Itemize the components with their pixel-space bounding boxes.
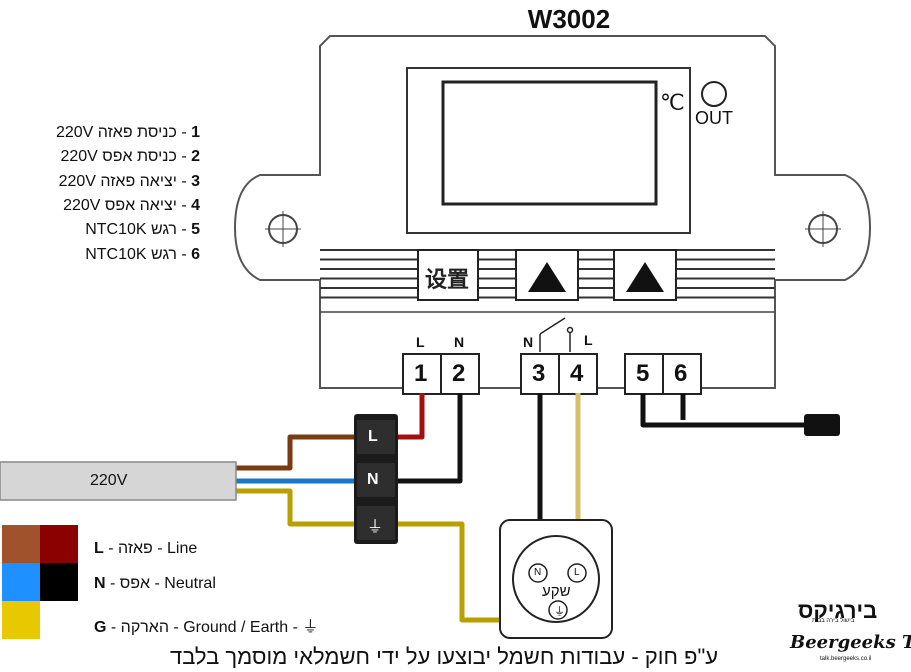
legend-row-5: 5 - רגש NTC10K bbox=[85, 221, 200, 239]
wire-legend-neutral: N - אפס - Neutral bbox=[94, 575, 216, 592]
cable-phase-wire bbox=[235, 434, 360, 471]
neutral-swatch-black bbox=[40, 563, 78, 601]
lcd-display bbox=[441, 80, 658, 206]
socket-pin-ground-label: ⏚ bbox=[554, 606, 565, 618]
terminal1-top-label: L bbox=[416, 334, 425, 350]
socket-pin-n bbox=[528, 563, 548, 583]
junction-label-l: L bbox=[368, 428, 378, 445]
junction-label-n: N bbox=[367, 471, 379, 488]
relay-switch-symbol bbox=[539, 317, 574, 352]
cable-label: 220V bbox=[90, 472, 128, 489]
socket-pin-n-label: N bbox=[534, 567, 542, 578]
thermostat-device bbox=[233, 35, 872, 395]
legend-row-6: 6 - רגש NTC10K bbox=[85, 245, 200, 263]
legend-row-2: 2 - כניסת אפס 220V bbox=[60, 148, 200, 166]
legend-row-4: 4 - יציאה אפס 220V bbox=[63, 196, 200, 214]
ground-swatch-yellow bbox=[2, 601, 40, 639]
diagram-title: W3002 bbox=[527, 4, 611, 34]
terminal2-neutral-wire bbox=[398, 393, 463, 484]
terminal-number-5: 5 bbox=[636, 360, 650, 387]
logo-subtitle: בישול בירה בבית bbox=[812, 618, 855, 624]
out-led bbox=[701, 81, 727, 107]
terminal-number-3: 3 bbox=[532, 360, 546, 387]
terminal-1 bbox=[402, 353, 442, 395]
ntc-sensor-probe bbox=[804, 414, 840, 436]
logo-hebrew: בירגיקס bbox=[798, 598, 878, 623]
socket-label: שקע bbox=[542, 583, 571, 600]
set-button[interactable] bbox=[417, 249, 479, 301]
safety-footer: ע"פ חוק - עבודות חשמל יבוצעו על ידי חשמל… bbox=[170, 644, 719, 669]
terminal-number-4: 4 bbox=[570, 360, 584, 387]
terminal-number-2: 2 bbox=[452, 360, 466, 387]
socket-pin-ground bbox=[548, 600, 568, 620]
logo-url: talk.beergeeks.co.il bbox=[820, 656, 872, 662]
legend-row-3: 3 - יציאה פאזה 220V bbox=[58, 172, 200, 190]
junction-block bbox=[354, 414, 398, 544]
up-arrow-icon-2 bbox=[626, 262, 664, 292]
up-arrow-icon-1 bbox=[528, 262, 566, 292]
wire-legend-line: L - פאזה - Line bbox=[94, 540, 198, 557]
terminal-number-6: 6 bbox=[674, 360, 688, 387]
terminal-3 bbox=[520, 353, 560, 395]
logo-english: Beergeeks Talk bbox=[790, 632, 911, 653]
junction-label-ground: ⏚ bbox=[367, 519, 384, 536]
terminal2-top-label: N bbox=[454, 334, 465, 350]
terminal-number-1: 1 bbox=[414, 360, 428, 387]
out-label: OUT bbox=[695, 108, 733, 128]
set-button-label: 设置 bbox=[425, 267, 470, 292]
neutral-swatch-blue bbox=[2, 563, 40, 601]
terminal3-top-label: N bbox=[523, 334, 534, 350]
terminal4-top-label: L bbox=[584, 332, 593, 348]
sensor-wire-5 bbox=[640, 393, 805, 428]
wire-legend-ground: G - הארקה - Ground / Earth - ⏚ bbox=[94, 619, 319, 636]
socket-pin-l bbox=[567, 563, 587, 583]
power-socket bbox=[499, 519, 613, 639]
socket-pin-l-label: L bbox=[574, 567, 580, 578]
legend-row-1: 1 - כניסת פאזה 220V bbox=[55, 124, 200, 141]
power-cable bbox=[0, 461, 237, 501]
terminal-6 bbox=[662, 353, 702, 395]
line-swatch-red bbox=[40, 525, 78, 563]
line-swatch-brown bbox=[2, 525, 40, 563]
terminal1-phase-wire bbox=[398, 393, 425, 440]
cable-ground-wire bbox=[235, 488, 360, 527]
celsius-label: ℃ bbox=[660, 90, 685, 115]
